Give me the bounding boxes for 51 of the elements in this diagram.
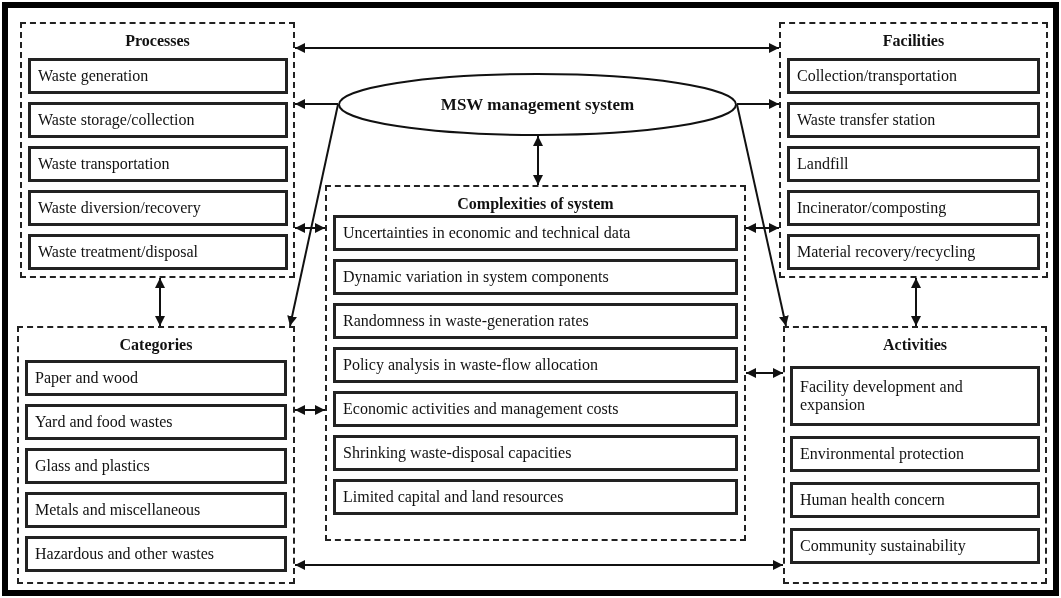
item-box: Human health concern — [790, 482, 1040, 518]
arrow — [736, 99, 780, 109]
item-box: Waste transfer station — [787, 102, 1040, 138]
system-label: MSW management system — [440, 94, 635, 115]
item-box: Dynamic variation in system components — [333, 259, 738, 295]
group-title: Categories — [118, 336, 194, 354]
item-box: Economic activities and management costs — [333, 391, 738, 427]
group-panel — [783, 326, 1047, 584]
item-box: Waste treatment/disposal — [28, 234, 288, 270]
item-box: Environmental protection — [790, 436, 1040, 472]
arrow — [911, 277, 921, 327]
group-title: Processes — [124, 32, 191, 50]
arrow — [533, 135, 543, 186]
arrow — [294, 223, 326, 233]
item-box: Waste transportation — [28, 146, 288, 182]
item-box: Landfill — [787, 146, 1040, 182]
group-title: Complexities of system — [456, 195, 615, 213]
arrow — [287, 103, 339, 327]
arrow — [745, 368, 784, 378]
item-box: Community sustainability — [790, 528, 1040, 564]
item-box: Collection/transportation — [787, 58, 1040, 94]
group-panel — [325, 185, 746, 541]
arrow — [736, 103, 789, 327]
item-box: Incinerator/composting — [787, 190, 1040, 226]
item-box: Yard and food wastes — [25, 404, 287, 440]
arrow — [294, 99, 339, 109]
item-box: Waste generation — [28, 58, 288, 94]
arrow — [294, 560, 784, 570]
arrow — [745, 223, 780, 233]
group-title: Activities — [882, 336, 948, 354]
group-title: Facilities — [881, 32, 946, 50]
item-box: Shrinking waste-disposal capacities — [333, 435, 738, 471]
group-panel — [17, 326, 295, 584]
item-box: Glass and plastics — [25, 448, 287, 484]
item-box: Metals and miscellaneous — [25, 492, 287, 528]
group-panel — [779, 22, 1048, 278]
item-box: Limited capital and land resources — [333, 479, 738, 515]
system-ellipse — [338, 73, 737, 136]
item-box: Waste diversion/recovery — [28, 190, 288, 226]
item-box: Hazardous and other wastes — [25, 536, 287, 572]
item-box: Uncertainties in economic and technical data — [333, 215, 738, 251]
item-box: Material recovery/recycling — [787, 234, 1040, 270]
group-panel — [20, 22, 295, 278]
item-box: Facility development and expansion — [790, 366, 1040, 426]
item-box: Randomness in waste-generation rates — [333, 303, 738, 339]
arrow — [294, 43, 780, 53]
item-box: Policy analysis in waste-flow allocation — [333, 347, 738, 383]
arrow — [155, 277, 165, 327]
item-box: Waste storage/collection — [28, 102, 288, 138]
item-box: Paper and wood — [25, 360, 287, 396]
arrow — [294, 405, 326, 415]
